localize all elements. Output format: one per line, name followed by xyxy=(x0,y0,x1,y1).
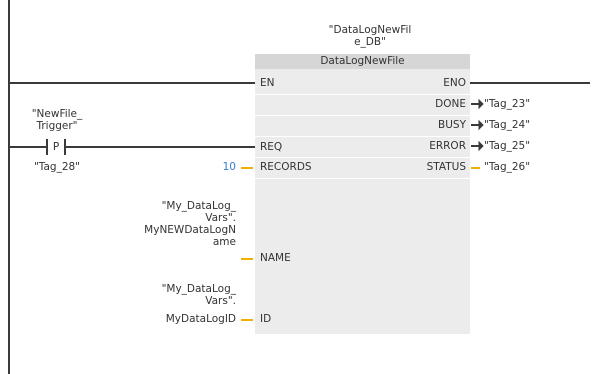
contact-tag-line1: "NewFile_ xyxy=(31,108,83,120)
contact-left-bar[interactable] xyxy=(46,139,48,155)
instance-db-label-line2: e_DB" xyxy=(354,36,386,48)
pin-req: REQ xyxy=(260,141,283,153)
id-param-line3: MyDataLogID xyxy=(165,313,236,325)
records-value[interactable]: 10 xyxy=(222,161,236,173)
req-wire-right xyxy=(66,146,255,148)
pin-id: ID xyxy=(260,313,272,325)
block-separator xyxy=(255,115,470,116)
tag-status[interactable]: "Tag_26" xyxy=(484,161,531,173)
function-block-title: DataLogNewFile xyxy=(255,54,470,69)
records-connector xyxy=(241,167,253,169)
tag-error[interactable]: "Tag_25" xyxy=(484,140,531,152)
pin-records: RECORDS xyxy=(260,161,312,173)
id-connector xyxy=(241,319,253,321)
id-param-line1: "My_DataLog_ xyxy=(161,283,236,295)
name-param-line2: Vars". xyxy=(205,212,236,224)
instance-db-label-line1: "DataLogNewFil xyxy=(328,24,412,36)
pin-en: EN xyxy=(260,77,275,89)
en-wire xyxy=(8,82,255,84)
name-param-line4: ame xyxy=(212,236,236,248)
pin-done: DONE xyxy=(435,98,466,110)
id-param-line2: Vars". xyxy=(205,295,236,307)
contact-right-bar[interactable] xyxy=(64,139,66,155)
name-connector xyxy=(241,258,253,260)
pin-error: ERROR xyxy=(429,140,466,152)
pin-eno: ENO xyxy=(443,77,466,89)
pin-busy: BUSY xyxy=(438,119,466,131)
power-rail xyxy=(8,0,10,374)
status-connector xyxy=(471,167,480,169)
block-separator xyxy=(255,178,470,179)
tag-busy[interactable]: "Tag_24" xyxy=(484,119,531,131)
block-separator xyxy=(255,157,470,158)
pin-name: NAME xyxy=(260,252,291,264)
contact-edge-tag: "Tag_28" xyxy=(33,161,81,173)
req-wire-left xyxy=(8,146,46,148)
contact-p-symbol: P xyxy=(52,141,60,153)
tag-done[interactable]: "Tag_23" xyxy=(484,98,531,110)
function-block[interactable] xyxy=(255,54,470,334)
contact-tag-line2: Trigger" xyxy=(36,120,78,132)
name-param-line3: MyNEWDataLogN xyxy=(144,224,236,236)
block-separator xyxy=(255,94,470,95)
name-param-line1: "My_DataLog_ xyxy=(161,200,236,212)
pin-status: STATUS xyxy=(426,161,466,173)
eno-wire xyxy=(470,82,590,84)
block-separator xyxy=(255,136,470,137)
